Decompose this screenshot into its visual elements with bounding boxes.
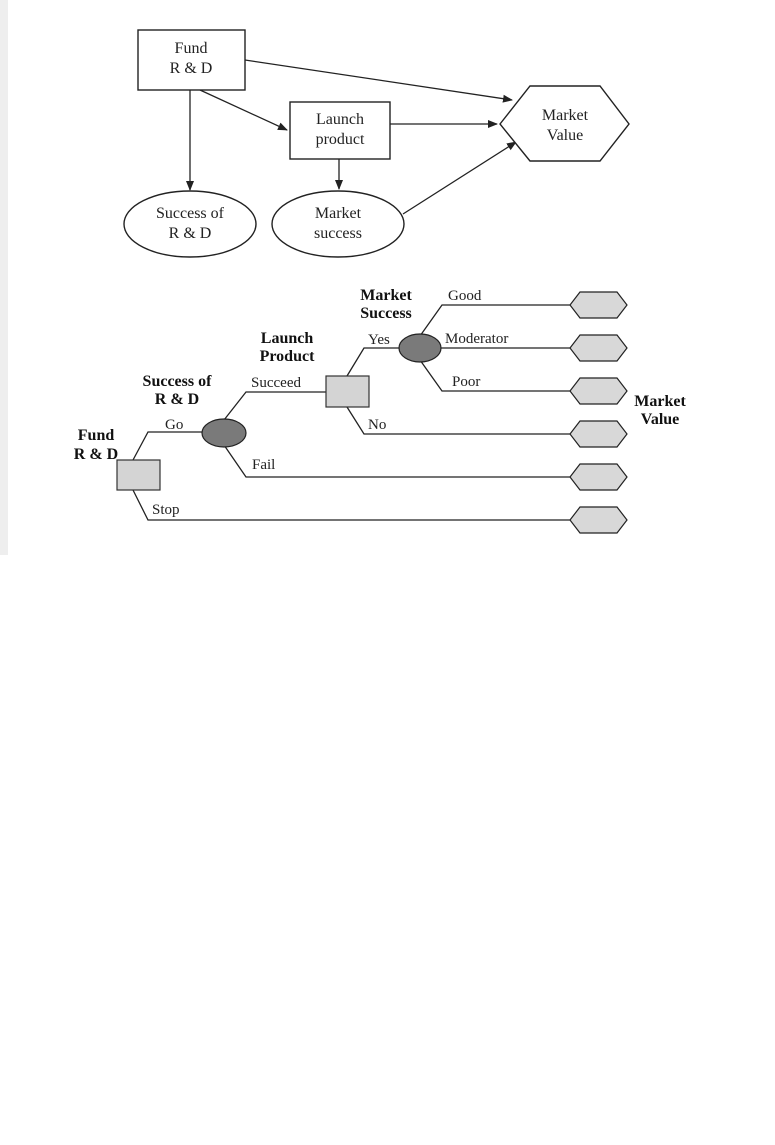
node-market-success-line2: success [314,225,362,242]
page-edge-shadow [0,0,8,555]
terminal-good [570,292,627,318]
node-market-success-line1: Market [315,205,362,222]
header-launch-product-line1: Launch [261,330,314,347]
arrow-market-success-to-market-value [403,142,516,214]
branch-poor-line [420,360,572,391]
header-market-value-line2: Value [641,411,680,428]
arrow-fund-to-launch [200,90,287,130]
branch-yes-line [347,348,402,376]
branch-moderator-label: Moderator [445,331,508,347]
branch-poor-label: Poor [452,374,480,390]
header-success-rd-line2: R & D [155,391,199,408]
node-market-success [272,191,404,257]
decision-tree: Go Stop Succeed Fail Yes No Good Moderat… [74,287,687,533]
node-market-value-line2: Value [547,127,583,144]
tree-decision-fund-rd [117,460,160,490]
branch-no-label: No [368,417,386,433]
branch-succeed-line [224,392,327,420]
terminal-stop [570,507,627,533]
branch-go-label: Go [165,417,183,433]
node-success-rd [124,191,256,257]
terminal-fail [570,464,627,490]
branch-stop-line [133,490,572,520]
node-fund-rd-line1: Fund [175,40,208,57]
header-fund-rd-line1: Fund [78,427,115,444]
node-success-rd-line1: Success of [156,205,225,222]
tree-chance-market-success [399,334,441,362]
node-launch-product-line1: Launch [316,111,364,128]
terminal-poor [570,378,627,404]
branch-go-line [133,432,202,460]
tree-decision-launch-product [326,376,369,407]
branch-succeed-label: Succeed [251,375,301,391]
influence-diagram: Fund R & D Launch product Market Value S… [124,30,629,257]
header-market-value-line1: Market [634,393,686,410]
branch-stop-label: Stop [152,502,180,518]
header-market-success-line1: Market [360,287,412,304]
terminal-no [570,421,627,447]
node-market-value-line1: Market [542,107,589,124]
header-fund-rd-line2: R & D [74,446,118,463]
node-success-rd-line2: R & D [169,225,212,242]
branch-fail-label: Fail [252,457,275,473]
header-success-rd-line1: Success of [143,373,213,390]
branch-good-label: Good [448,288,482,304]
node-launch-product-line2: product [316,131,365,148]
arrow-fund-to-market-value [245,60,512,100]
node-fund-rd-line2: R & D [170,60,213,77]
branch-yes-label: Yes [368,332,390,348]
tree-chance-success-rd [202,419,246,447]
branch-fail-line [224,445,572,477]
terminal-moderator [570,335,627,361]
header-launch-product-line2: Product [260,348,315,365]
header-market-success-line2: Success [360,305,412,322]
